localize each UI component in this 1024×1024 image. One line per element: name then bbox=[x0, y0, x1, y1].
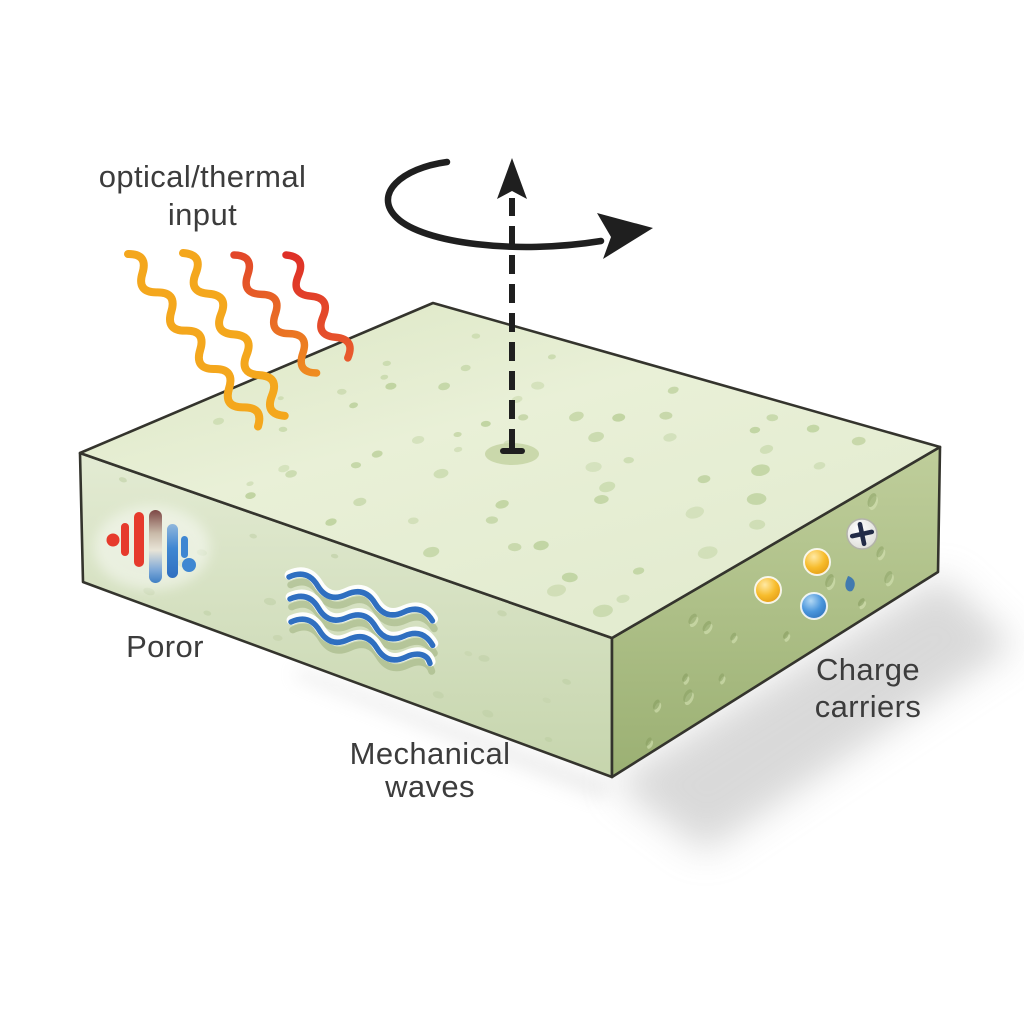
phonon-waveform-icon bbox=[94, 506, 210, 590]
slab-shadow-front bbox=[293, 668, 612, 800]
slab-shadow bbox=[612, 576, 1015, 852]
optical-thermal-input-label: optical/thermal input bbox=[55, 158, 350, 234]
heat-waves-icon bbox=[124, 249, 354, 431]
charge-line2: carriers bbox=[814, 689, 922, 724]
charge-line1: Charge bbox=[815, 652, 921, 687]
mechanical-line2: waves bbox=[385, 769, 475, 804]
charge-droplet-mark bbox=[845, 576, 855, 592]
top-face-speckles bbox=[212, 333, 866, 618]
phonon-label: Poror bbox=[126, 629, 204, 664]
heat-wave-amber-2 bbox=[179, 249, 289, 420]
charge-carrier-blue bbox=[800, 592, 828, 620]
optical-thermal-line1: optical/thermal bbox=[98, 159, 307, 194]
mechanical-waves-icon bbox=[284, 567, 439, 675]
charge-carrier-yellow bbox=[803, 548, 831, 576]
plus-charge-icon bbox=[846, 518, 878, 550]
charge-carrier-yellow bbox=[754, 576, 782, 604]
charge-carriers-icon bbox=[754, 518, 878, 620]
optical-thermal-line2: input bbox=[167, 197, 238, 232]
rotation-arc-icon bbox=[384, 158, 653, 259]
slab-top-face bbox=[78, 301, 942, 640]
heat-wave-amber-1 bbox=[124, 249, 264, 431]
mechanical-line1: Mechanical bbox=[349, 736, 511, 771]
mechanical-waves-label: Mechanical waves bbox=[305, 737, 555, 803]
charge-carriers-label: Charge carriers bbox=[753, 651, 983, 725]
side-face-speckles bbox=[645, 493, 894, 749]
heat-wave-red-icon bbox=[282, 251, 354, 362]
heat-wave-orange-icon bbox=[230, 251, 321, 377]
rotation-axis-arrow-icon bbox=[485, 158, 539, 465]
front-face-speckles bbox=[118, 477, 571, 742]
